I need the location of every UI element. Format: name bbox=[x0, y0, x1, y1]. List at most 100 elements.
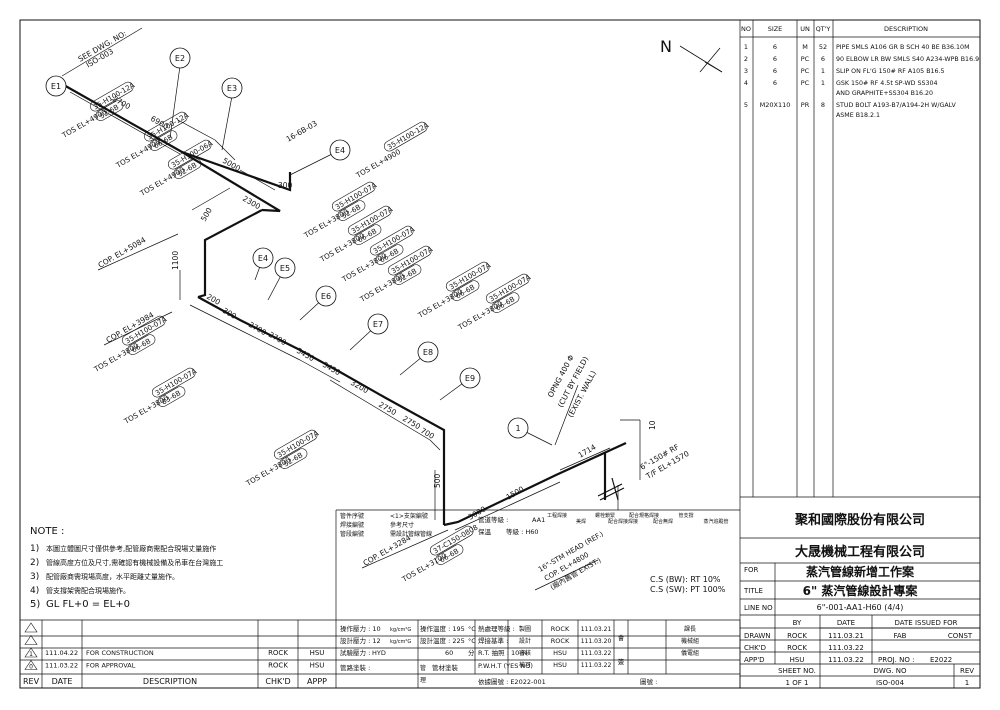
approval-role: 設計 bbox=[519, 637, 531, 645]
condition-a: 設計壓力 : 12 bbox=[340, 636, 381, 645]
condition-b-unit: °C bbox=[468, 637, 476, 645]
title-label: TITLE bbox=[743, 587, 763, 595]
tag-box bbox=[491, 292, 520, 313]
dimension-value: 1100 bbox=[171, 251, 180, 270]
note-number: 1) bbox=[30, 544, 39, 554]
tag-box bbox=[331, 181, 376, 212]
tag-box bbox=[121, 315, 166, 346]
cop-label-3: COP. EL+3284 bbox=[362, 533, 413, 568]
legend-4: <1>支架編號 bbox=[390, 512, 428, 520]
callout-circle bbox=[274, 257, 296, 279]
approval-head: 配合焊接焊接 bbox=[608, 518, 638, 525]
revision-triangle-icon bbox=[24, 647, 38, 658]
ref-tag: 16-6B-03 bbox=[285, 119, 320, 144]
revision-lines bbox=[20, 509, 741, 688]
tb-dwg-label: DWG. NO bbox=[874, 667, 907, 675]
pwht-label: P.W.H.T (YES NO) bbox=[478, 662, 533, 670]
revision-number: 0 bbox=[29, 664, 33, 671]
condition-a: 試驗壓力 : bbox=[340, 648, 370, 657]
tb-appd-label: APP'D bbox=[744, 656, 765, 664]
bom-no: 3 bbox=[744, 67, 748, 75]
see-dwg-text: SEE DWG. NO:ISO-003 bbox=[77, 29, 133, 72]
tag-box bbox=[393, 264, 422, 285]
bom-qty: 1 bbox=[821, 67, 825, 75]
weld-std-label: 焊接基準 : bbox=[478, 636, 508, 645]
bom-unit: M bbox=[802, 43, 808, 51]
approval-sig: 機械組 bbox=[681, 637, 699, 645]
bom-desc: GSK 150# RF 4.5t SP-WD SS304 bbox=[836, 80, 938, 87]
bom-unit: PC bbox=[801, 79, 810, 87]
tb-chkd-by: ROCK bbox=[787, 644, 807, 652]
callout-label: E9 bbox=[465, 374, 475, 383]
pipe-route bbox=[61, 83, 627, 527]
tb-rev-label: REV bbox=[960, 667, 974, 675]
bom-qty: 6 bbox=[821, 55, 825, 63]
revision-header-cell: DATE bbox=[52, 677, 73, 686]
bom-no: 5 bbox=[744, 101, 748, 109]
callout-circle bbox=[252, 247, 274, 269]
notes-title: NOTE : bbox=[30, 526, 64, 537]
revision-number: 1 bbox=[29, 651, 33, 658]
approval-date: 111.03.21 bbox=[581, 626, 612, 633]
callout-label: E8 bbox=[423, 348, 433, 357]
dimension-value: 10 bbox=[648, 420, 657, 430]
approval-sig: 課長 bbox=[684, 625, 696, 633]
bom-desc: STUD BOLT A193-B7/A194-2H W/GALV bbox=[836, 102, 956, 109]
approval-head: 美焊 bbox=[576, 518, 586, 525]
pipe-class-value: AA1 bbox=[532, 516, 545, 524]
note-number: 4) bbox=[30, 586, 39, 596]
for-value: 蒸汽管線新增工作案 bbox=[806, 564, 915, 579]
approval-note: 會 bbox=[618, 633, 625, 642]
title-value: 6" 蒸汽管線設計專案 bbox=[803, 583, 919, 598]
approval-table: 熱處理等級 :焊接基準 :R.T. 抽照 : 10 %P.W.H.T (YES … bbox=[478, 512, 729, 686]
line-no-label: LINE NO bbox=[744, 604, 773, 612]
dimension-value: 2300 bbox=[241, 194, 262, 211]
approval-date: 111.03.22 bbox=[581, 650, 612, 657]
bom-qty: 8 bbox=[821, 101, 825, 109]
callout-label: E2 bbox=[175, 54, 185, 63]
line-no-value: 6"-001-AA1-H60 (4/4) bbox=[817, 603, 904, 612]
callout-circle bbox=[169, 47, 191, 69]
flange-symbol bbox=[597, 477, 625, 501]
dimension-value: 3200 bbox=[349, 378, 370, 395]
tb-issued-head: DATE ISSUED FOR bbox=[895, 619, 958, 627]
bom-desc: ASME B18.2.1 bbox=[836, 112, 880, 119]
approval-role: 審核 bbox=[519, 649, 531, 657]
legend-1: 管件序號 bbox=[340, 512, 364, 520]
tb-chkd-date: 111.03.22 bbox=[828, 644, 864, 652]
tag-box bbox=[347, 205, 392, 236]
tag-box bbox=[167, 139, 212, 170]
tb-fab: FAB bbox=[894, 632, 907, 640]
bom-header-cell: UN bbox=[800, 25, 810, 33]
bom-qty: 1 bbox=[821, 79, 825, 87]
tag-box bbox=[173, 158, 202, 179]
note-number: 2) bbox=[30, 558, 39, 568]
revision-triangle-icon bbox=[24, 622, 38, 633]
contractor-name: 大晟機械工程有限公司 bbox=[795, 544, 925, 560]
callout-label: E1 bbox=[51, 82, 61, 91]
tag-box bbox=[375, 244, 404, 265]
dimension-value: 300 bbox=[278, 181, 293, 190]
approval-sig: 儀電組 bbox=[681, 649, 699, 657]
revision-triangle-icon bbox=[24, 634, 38, 645]
revision-app: HSU bbox=[310, 649, 325, 657]
tb-by-head: BY bbox=[793, 619, 802, 627]
drawing-no-label: 圖號 : bbox=[640, 677, 657, 686]
tb-appd-date: 111.03.22 bbox=[828, 656, 864, 664]
callout-label: E5 bbox=[280, 264, 290, 273]
dimension-value: 3450 bbox=[295, 346, 316, 363]
heat-treat-label: 熱處理等級 : bbox=[478, 624, 515, 633]
cs-bw-label: C.S (BW): RT 10% bbox=[650, 575, 721, 584]
legend-6: 需設計管線管線 bbox=[390, 530, 432, 538]
condition-b-value: 60 bbox=[445, 649, 453, 657]
tag-box bbox=[95, 100, 124, 121]
note-text: GL FL+0 = EL+0 bbox=[46, 599, 130, 610]
approval-head: 配合規格焊接 bbox=[629, 512, 659, 519]
tb-dwg-value: ISO-004 bbox=[876, 679, 905, 687]
condition-b-unit: °C bbox=[468, 625, 476, 633]
tag-box bbox=[387, 245, 432, 276]
